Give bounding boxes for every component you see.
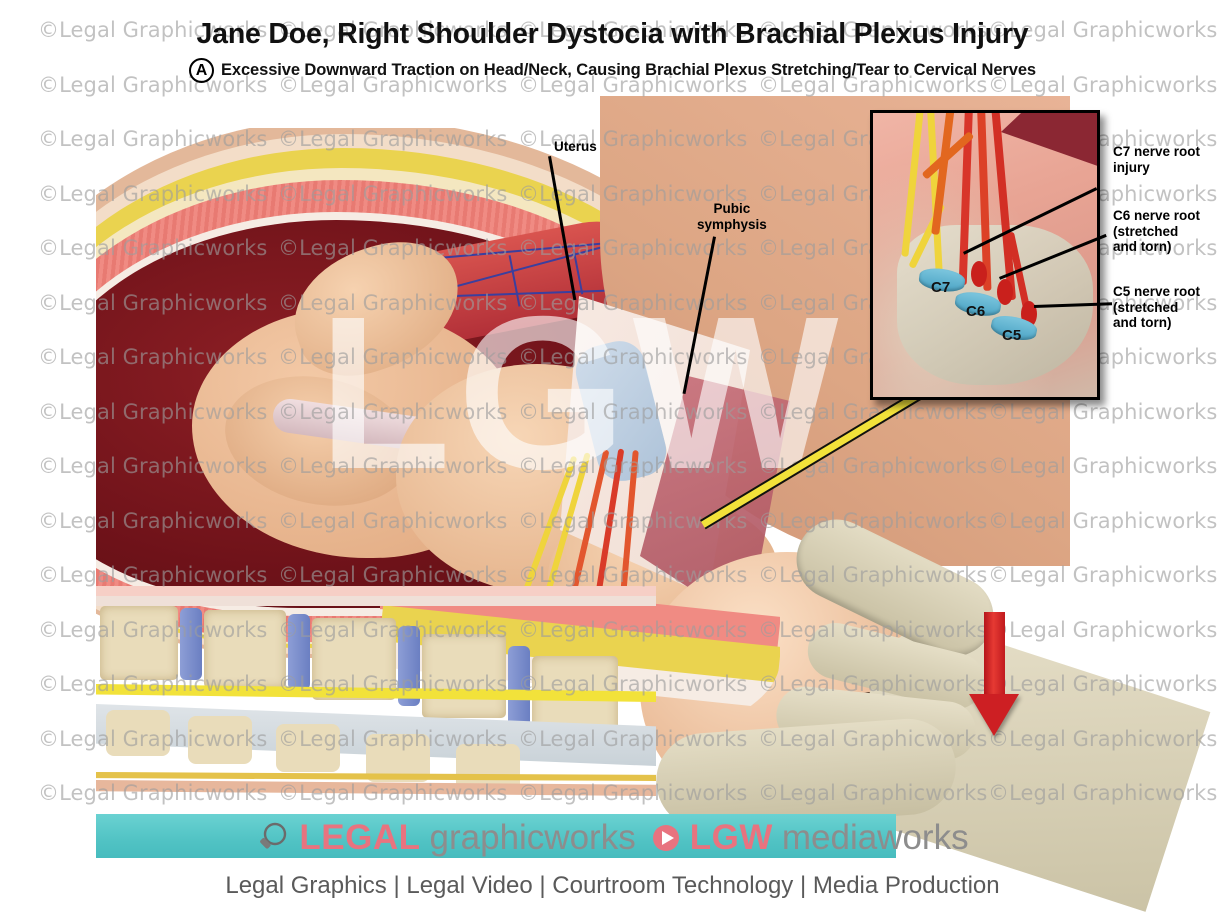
inset-callout-c7-line1: C7 nerve root (1113, 144, 1201, 159)
brand-legal: LEGAL (299, 818, 421, 857)
inset-callout-c5-line1: C5 nerve root (1113, 284, 1201, 299)
inset-callout-c6-line2: (stretched (1113, 223, 1179, 239)
panel-label-badge: A (188, 58, 214, 83)
brand-mediaworks: mediaworks (781, 818, 969, 857)
inset-callout-c6-line3: and torn) (1113, 239, 1172, 255)
medical-illustration (0, 96, 1225, 912)
inset-callout-c7: C7 nerve root injury (1113, 144, 1200, 175)
footer-logo-row: LEGAL graphicworks LGW mediaworks (0, 818, 1225, 858)
traction-arrow-shaft (984, 612, 1005, 700)
callout-pubic-symphysis-line2: symphysis (697, 216, 767, 232)
maternal-spine (96, 586, 656, 836)
brand-lgw: LGW (689, 818, 773, 857)
inset-callout-c6-line1: C6 nerve root (1113, 208, 1201, 223)
inset-label-c6: C6 (966, 303, 986, 320)
inset-panel-cervical-nerve-roots: C7 C6 C5 (870, 110, 1100, 400)
page-subtitle: Excessive Downward Traction on Head/Neck… (220, 61, 1036, 79)
page-title: Jane Doe, Right Shoulder Dystocia with B… (196, 18, 1029, 50)
callout-pubic-symphysis-line1: Pubic (713, 201, 751, 216)
inset-callout-c5-line3: and torn) (1113, 315, 1172, 331)
inset-label-c5: C5 (1002, 327, 1022, 344)
brand-graphicworks: graphicworks (429, 818, 636, 857)
inset-callout-c6: C6 nerve root (stretched and torn) (1113, 208, 1200, 255)
subtitle-row: A Excessive Downward Traction on Head/Ne… (0, 58, 1225, 83)
inset-callout-c5-line2: (stretched (1113, 299, 1179, 315)
traction-arrow-head (969, 694, 1019, 736)
footer-tagline: Legal Graphics | Legal Video | Courtroom… (225, 872, 1000, 899)
inset-callout-c7-line2: injury (1113, 159, 1150, 175)
play-icon (651, 823, 681, 853)
callout-pubic-symphysis: Pubic symphysis (697, 201, 767, 232)
inset-label-c7: C7 (931, 279, 951, 296)
magnifier-icon (256, 821, 290, 855)
callout-uterus: Uterus (554, 139, 597, 154)
inset-callout-c5: C5 nerve root (stretched and torn) (1113, 284, 1200, 331)
footer-band (96, 814, 896, 858)
